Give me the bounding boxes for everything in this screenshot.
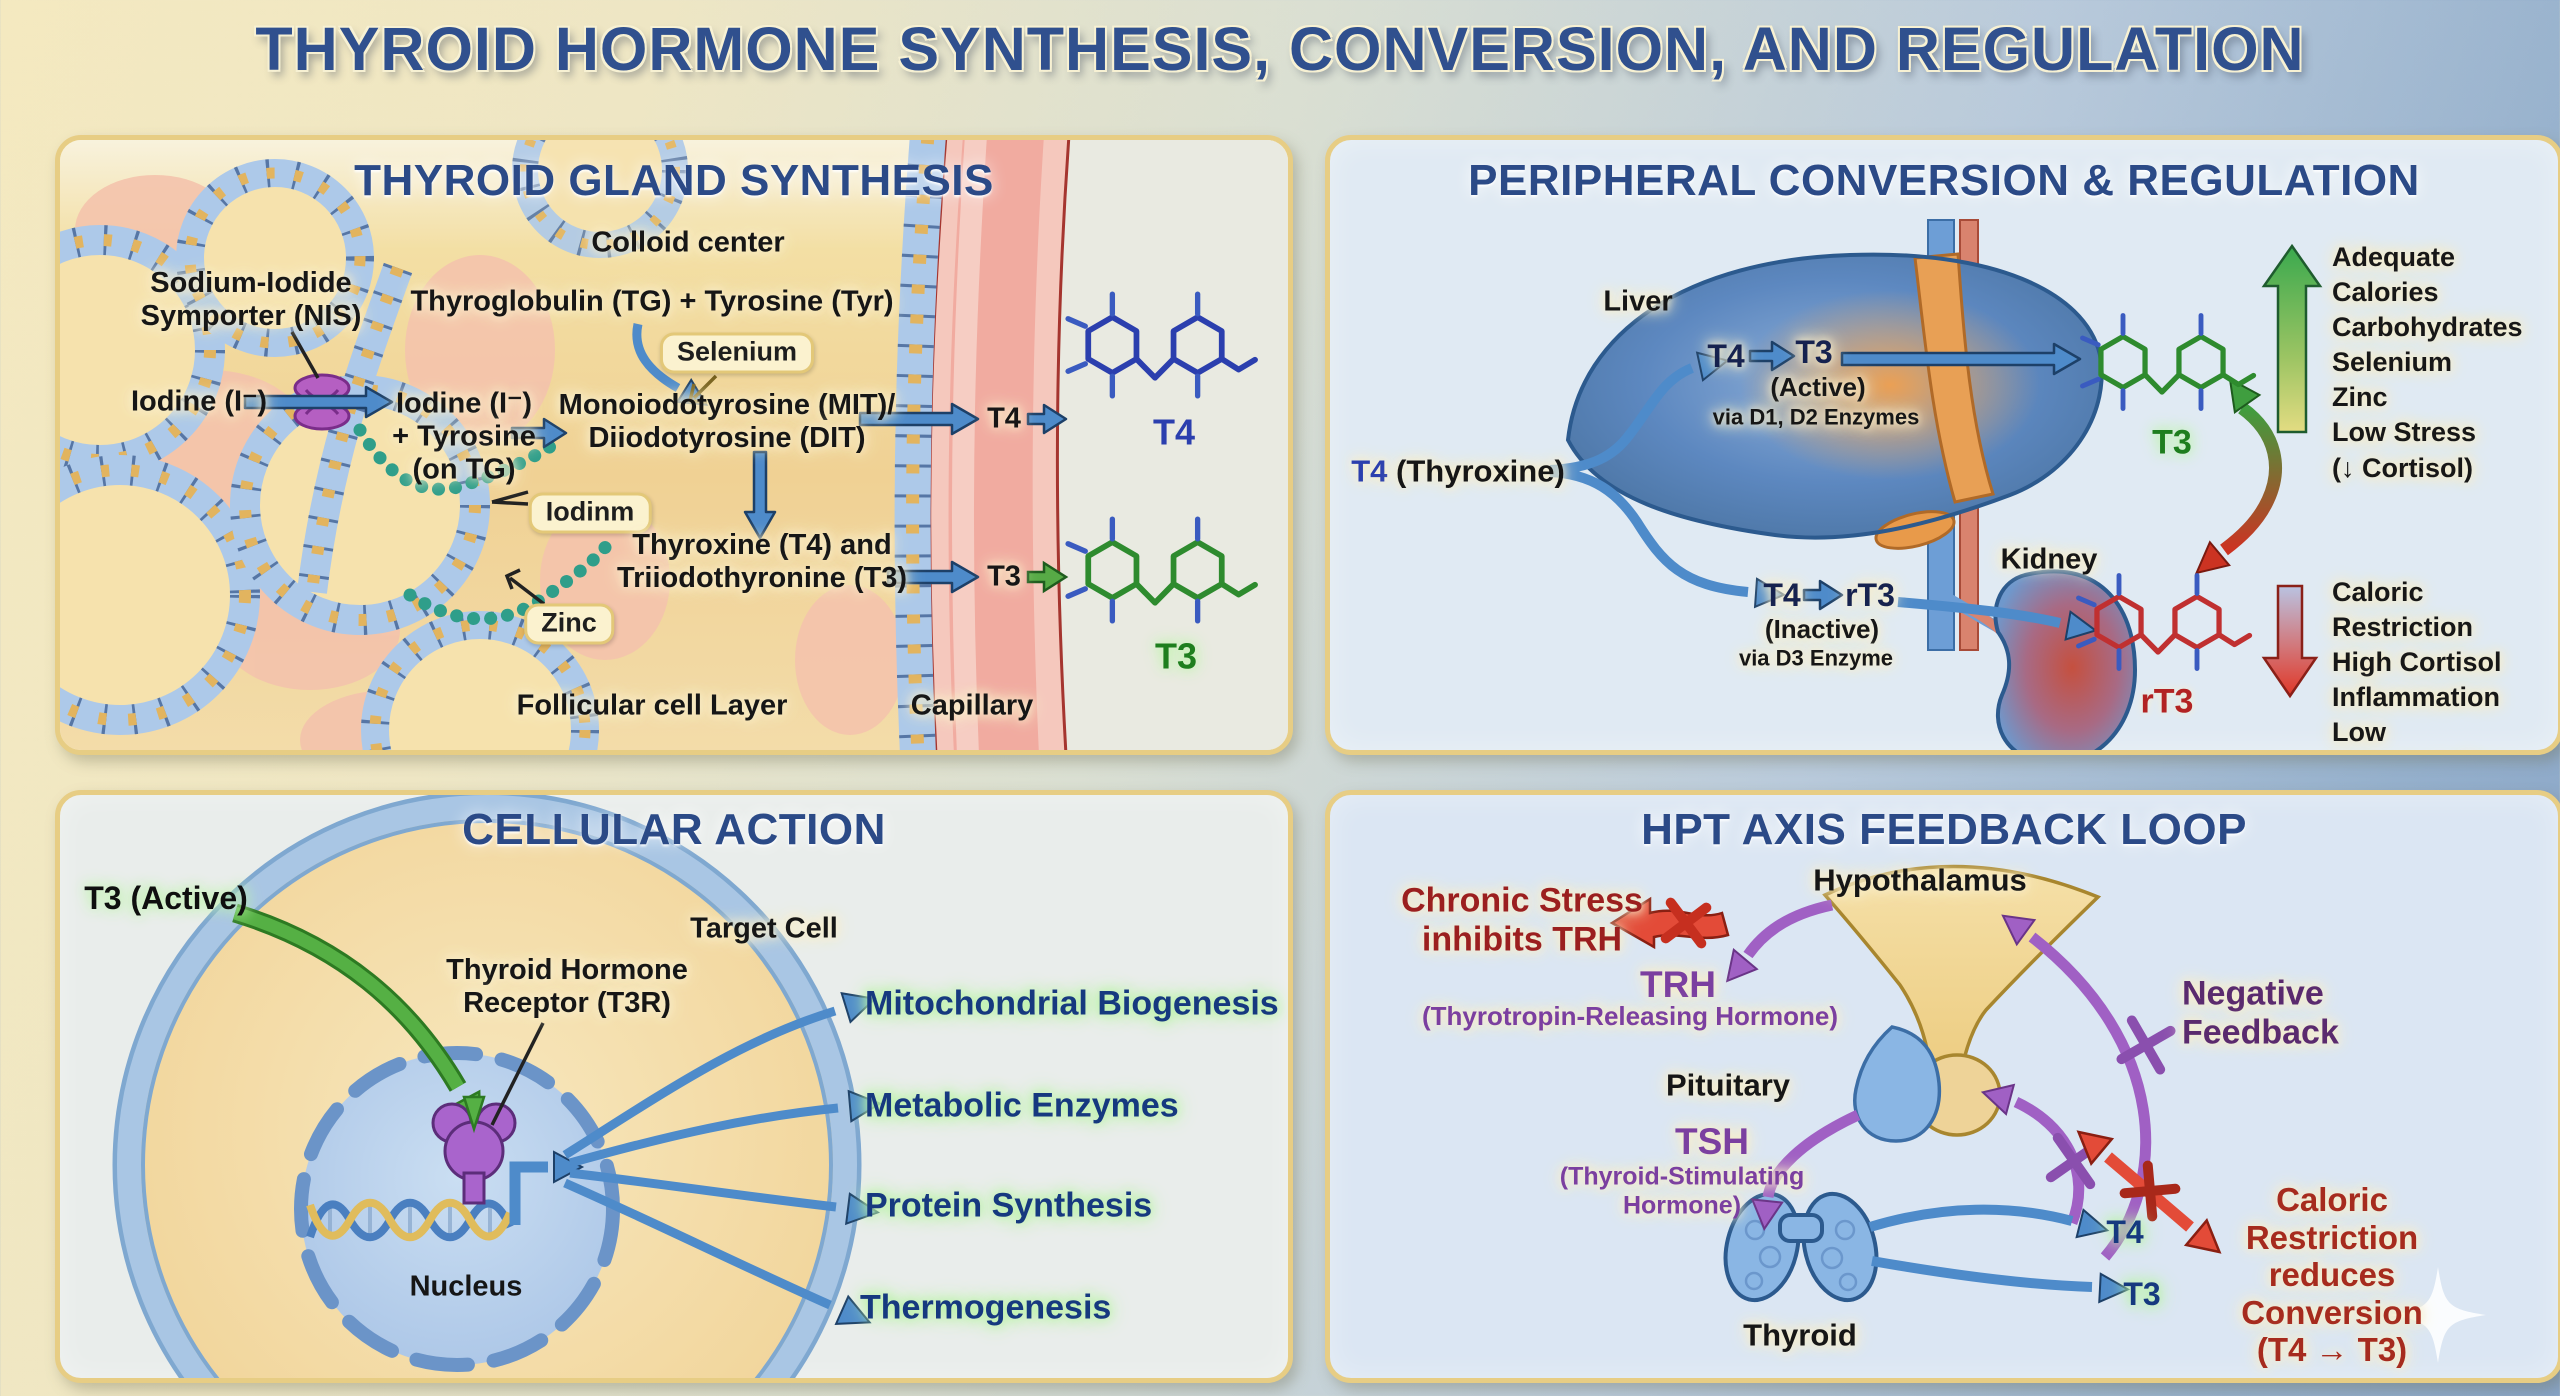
rt3-molecule-label: rT3 [2140,682,2194,721]
thyroid-label: Thyroid [1743,1317,1857,1353]
trh-label: TRH [1639,963,1717,1005]
panel-title-conversion: PERIPHERAL CONVERSION & REGULATION [1468,156,2420,205]
target-cell-label: Target Cell [690,912,838,945]
iodine-left-label: Iodine (I⁻) [130,385,268,418]
tsh-full-label: (Thyroid-Stimulating Hormone) [1559,1162,1805,1220]
trh-full-label: (Thyrotropin-Releasing Hormone) [1421,1001,1839,1032]
panel-thyroid-gland-synthesis: THYROID GLAND SYNTHESIS Colloid center S… [55,135,1293,755]
panel-title-hpt: HPT AXIS FEEDBACK LOOP [1641,805,2247,854]
follicular-layer-label: Follicular cell Layer [516,689,788,722]
t4-thyroxine-rest: (Thyroxine) [1387,453,1565,489]
capillary-label: Capillary [910,689,1034,722]
t3-hpt-label: T3 [2123,1275,2161,1312]
caloric-restriction-label: Caloric Restriction reduces Conversion (… [2241,1180,2423,1369]
products-label: Thyroxine (T4) and Triiodothyronine (T3) [617,528,907,594]
rt3-node: rT3 [1845,576,1895,613]
t4-hpt-label: T4 [2106,1213,2144,1250]
output-thermogenesis: Thermogenesis [860,1288,1112,1327]
receptor-label: Thyroid Hormone Receptor (T3R) [446,953,688,1019]
t4-molecule-label: T4 [1152,411,1196,453]
mit-dit-label: Monoiodotyrosine (MIT)/ Diiodotyrosine (… [558,388,896,454]
liver-kidney-illustration [1549,219,2323,750]
t4-liver-node: T4 [1707,337,1745,374]
pituitary-label: Pituitary [1665,1067,1791,1103]
tsh-label: TSH [1675,1120,1749,1162]
thyroglobulin-label: Thyroglobulin (TG) + Tyrosine (Tyr) [410,285,894,318]
t3-liver-node: T3 [1795,333,1833,370]
nucleus-label: Nucleus [409,1270,523,1303]
t4-exit-label: T4 [987,402,1021,435]
liver-label: Liver [1603,285,1673,318]
page-title: THYROID HORMONE SYNTHESIS, CONVERSION, A… [255,15,2305,83]
output-metabolic: Metabolic Enzymes [865,1086,1179,1125]
t4-kidney-node: T4 [1763,576,1801,613]
down-regulation-factors: Caloric Restriction High Cortisol Inflam… [2332,577,2502,748]
chronic-stress-label: Chronic Stress inhibits TRH [1401,881,1643,958]
iodine-tyrosine-label: Iodine (I⁻) + Tyrosine (on TG) [392,387,536,486]
panel-title-synthesis: THYROID GLAND SYNTHESIS [354,156,994,205]
target-cell-illustration [112,795,883,1378]
up-regulation-factors: Adequate Calories Carbohydrates Selenium… [2332,242,2523,483]
t4-thyroxine-label: T4 (Thyroxine) [1351,453,1565,488]
panel-hpt-axis: HPT AXIS FEEDBACK LOOP Chronic Stress in… [1325,790,2560,1383]
panel-title-cellular: CELLULAR ACTION [462,805,886,854]
iodinm-pill: Iodinm [528,492,652,534]
hpt-axis-illustration [1609,864,2486,1363]
panel-cellular-action: CELLULAR ACTION T3 (Active) Target Cell … [55,790,1293,1383]
colloid-center-label: Colloid center [591,226,785,259]
inactive-label: (Inactive) [1764,614,1880,645]
output-protein: Protein Synthesis [865,1186,1153,1225]
t4-thyroxine-t4: T4 [1351,453,1388,489]
t3-molecule-label: T3 [1154,635,1198,677]
follicle-illustration [60,140,1288,750]
selenium-pill: Selenium [659,332,815,374]
t3-exit-label: T3 [987,560,1021,593]
via-d3-label: via D3 Enzyme [1738,645,1894,671]
negative-feedback-label: Negative Feedback [2182,974,2339,1051]
via-d1d2-label: via D1, D2 Enzymes [1712,404,1920,430]
hypothalamus-label: Hypothalamus [1813,862,2027,898]
t3-molecule-label-2: T3 [2152,423,2192,462]
panel-peripheral-conversion: PERIPHERAL CONVERSION & REGULATION Liver… [1325,135,2560,755]
output-mitochondrial: Mitochondrial Biogenesis [865,984,1279,1023]
zinc-pill: Zinc [524,603,614,645]
t3-active-label: T3 (Active) [84,879,248,916]
kidney-label: Kidney [2000,543,2098,576]
active-label: (Active) [1770,372,1866,403]
nis-label: Sodium-Iodide Symporter (NIS) [140,266,362,332]
